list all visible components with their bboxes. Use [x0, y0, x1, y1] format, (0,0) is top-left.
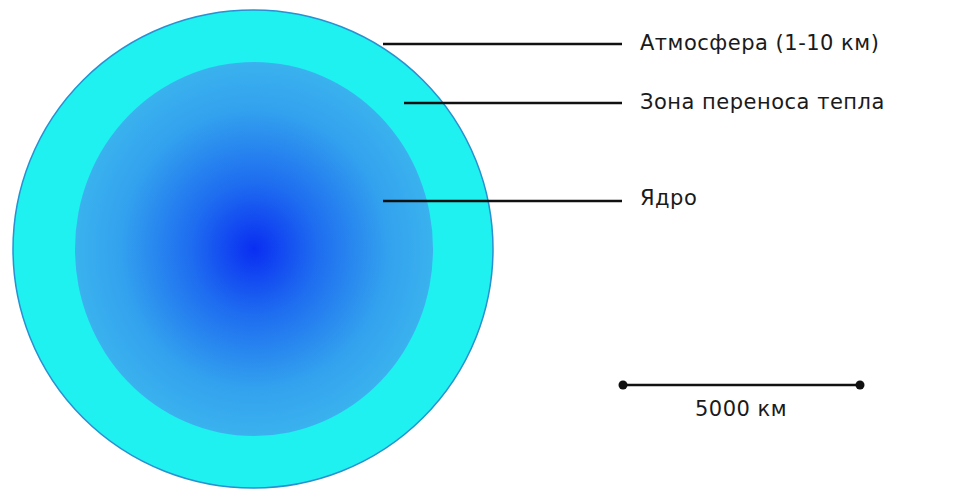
core-circle	[75, 62, 433, 436]
scale-bar-end	[856, 381, 865, 390]
leader-line	[383, 43, 622, 46]
scale-bar-end	[619, 381, 628, 390]
layer-label: Атмосфера (1-10 км)	[640, 31, 879, 56]
leader-line	[383, 200, 622, 203]
scale-label: 5000 км	[695, 397, 787, 422]
layer-label: Ядро	[640, 186, 697, 211]
scale-bar	[623, 384, 860, 387]
leader-line	[404, 102, 622, 105]
layer-label: Зона переноса тепла	[640, 90, 885, 115]
outer-layer	[13, 10, 493, 488]
